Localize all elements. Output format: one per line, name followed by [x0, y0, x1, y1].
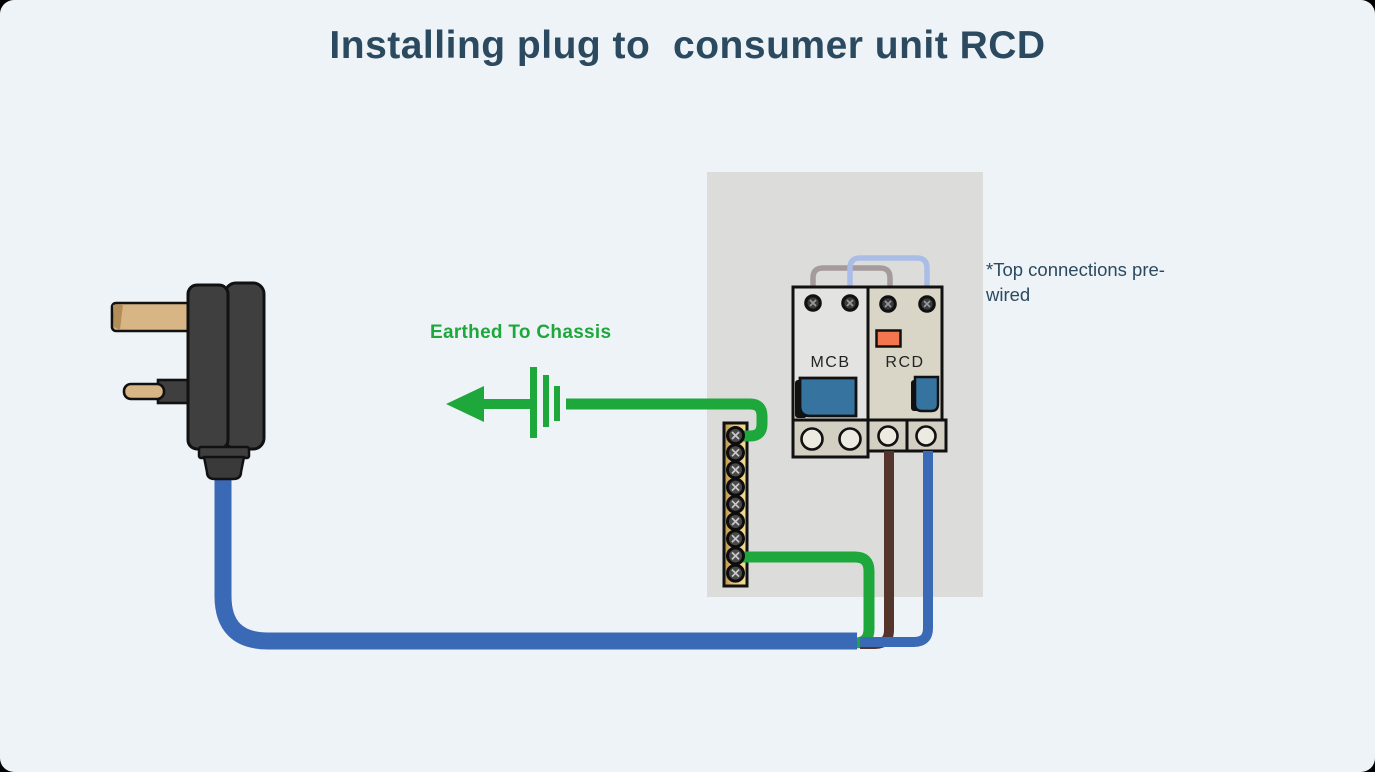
neutral-wire-blue: [860, 451, 933, 647]
pre-wired-link-blue: [847, 255, 930, 295]
earth-bar-3: [554, 386, 560, 421]
line-pin: [122, 378, 194, 405]
plug-cable-grip: [202, 455, 246, 481]
chassis-earth-symbol: [446, 367, 560, 438]
rcd-test-button: [875, 329, 902, 348]
terminal-holes: [800, 425, 937, 451]
plug-body-back: [223, 281, 266, 451]
screw-slots: [731, 431, 740, 578]
earth-pin-facet: [113, 304, 123, 330]
screw-slots: [809, 299, 931, 308]
uk-plug: [110, 281, 266, 481]
pre-wired-note: *Top connections pre- wired: [986, 257, 1266, 307]
terminal-hole: [915, 425, 937, 447]
plug-body-front: [186, 283, 230, 451]
pre-wired-note-line1: *Top connections pre-: [986, 259, 1165, 280]
mcb-label: MCB: [810, 354, 851, 371]
arrow-shaft: [482, 399, 532, 409]
pre-wired-note-line2: wired: [986, 284, 1031, 305]
terminal-hole: [877, 425, 899, 447]
terminal-hole: [800, 427, 824, 451]
earth-bar-screws: [726, 426, 745, 583]
arrow-left-icon: [446, 386, 484, 422]
rcd-toggle: [913, 375, 940, 413]
mcb-toggle: [798, 376, 858, 418]
earth-bar-1: [530, 367, 537, 438]
earth-wire-to-chassis: [566, 398, 768, 442]
main-cable: [214, 474, 857, 650]
terminal-hole: [838, 427, 862, 451]
earthed-to-chassis-label: Earthed To Chassis: [430, 322, 612, 343]
pre-wired-top-links: [810, 255, 930, 295]
earth-pin: [110, 301, 192, 333]
page-title: Installing plug to consumer unit RCD: [329, 24, 1046, 67]
earth-bar-2: [543, 375, 549, 427]
rcd-label: RCD: [885, 354, 925, 371]
breaker-assembly: [791, 285, 948, 459]
